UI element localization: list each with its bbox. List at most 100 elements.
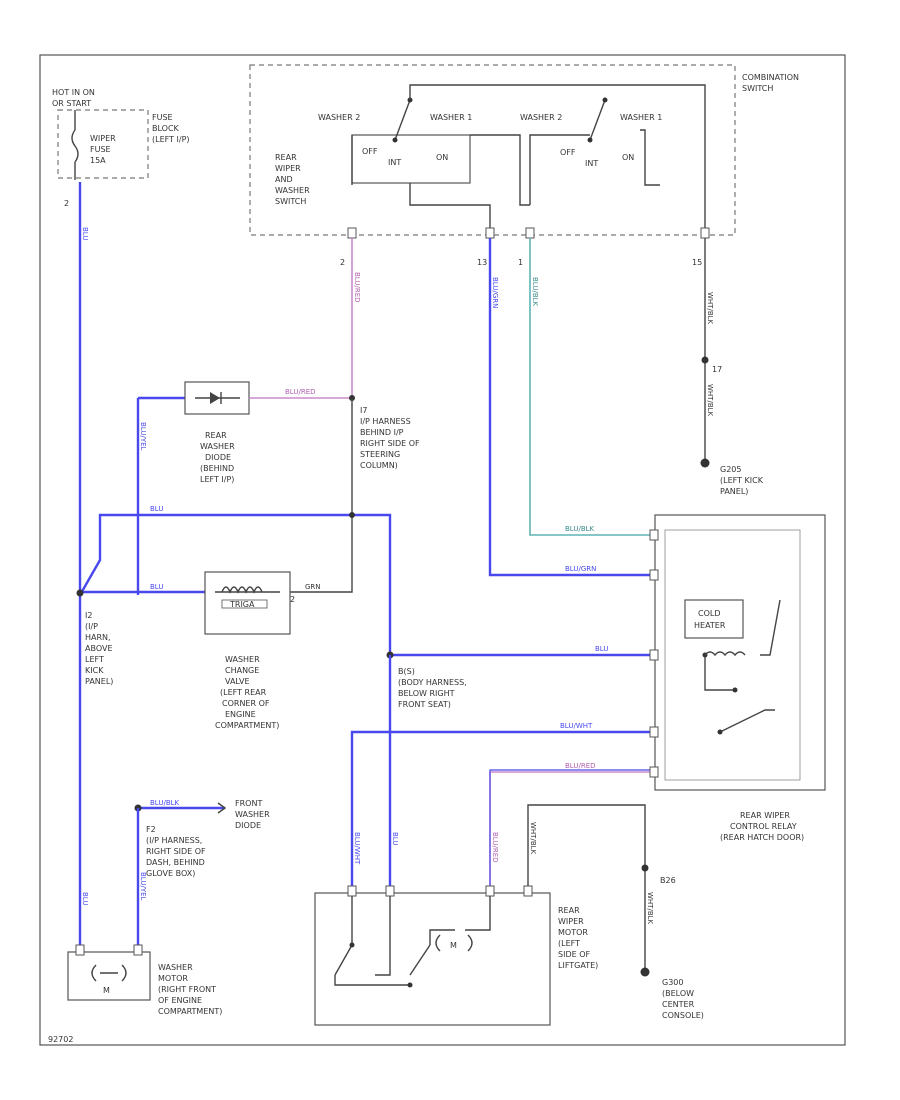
combination-switch-boundary xyxy=(249,64,736,236)
splice-node xyxy=(701,356,709,364)
rear-wiper-motor-label-5: SIDE OF xyxy=(558,950,590,959)
body-harness-label-4: FRONT SEAT) xyxy=(398,700,451,709)
wire-label-wht-blk-3: WHT/BLK xyxy=(529,822,537,855)
ip-harness-label-1: I/P HARNESS xyxy=(360,417,411,426)
switch-pin-terminal xyxy=(347,227,357,239)
front-washer-diode-label-2: WASHER xyxy=(235,810,270,819)
splice-pin-label: I2 xyxy=(85,611,92,620)
wiper-fuse-label-3: 15A xyxy=(90,156,106,165)
rear-wiper-motor-label-6: LIFTGATE) xyxy=(558,961,598,970)
wire-blu-wht xyxy=(350,730,655,890)
wire-label-blu-grn-1: BLU/GRN xyxy=(491,277,499,308)
splice-left-label-6: PANEL) xyxy=(85,677,113,686)
ip-dash-label-1: (I/P HARNESS, xyxy=(146,836,202,845)
rear-washer-diode-label-1: REAR xyxy=(205,431,227,440)
washer-valve-label-5: CORNER OF xyxy=(222,699,270,708)
ip-harness-label-4: STEERING xyxy=(360,450,400,459)
motor-pin-terminal xyxy=(347,885,357,897)
rear-wiper-relay-label-2: CONTROL RELAY xyxy=(730,822,797,831)
hot-in-on-label: HOT IN ON xyxy=(52,88,95,97)
diagram-border xyxy=(39,54,846,1046)
wire-label-blu-blk-1: BLU/BLK xyxy=(531,277,539,307)
rear-washer-diode-label-5: LEFT I/P) xyxy=(200,475,234,484)
fuse-pin-label: 2 xyxy=(64,199,69,208)
wire-label-blu-h3: BLU xyxy=(595,645,608,653)
splice-left-label-1: (I/P xyxy=(85,622,98,631)
combination-switch-label: COMBINATION xyxy=(742,73,799,82)
switch-pin-3: 1 xyxy=(518,258,523,267)
g205-label-3: PANEL) xyxy=(720,487,748,496)
cold-heater-label-1: COLD xyxy=(698,609,721,618)
fuse-block-label-1: FUSE xyxy=(152,113,173,122)
svg-text:M: M xyxy=(450,941,457,950)
motor-pin-terminal xyxy=(75,944,85,956)
rear-wiper-relay-label-3: (REAR HATCH DOOR) xyxy=(720,833,804,842)
wire-blu-blk-teal xyxy=(529,238,655,536)
splice-node xyxy=(349,512,355,518)
b26-label: B26 xyxy=(660,876,676,885)
diode-icon xyxy=(195,392,240,404)
wire-label-blu-blk-2: BLU/BLK xyxy=(565,525,595,533)
footer-code: 92702 xyxy=(48,1035,73,1044)
ip-harness-label-3: RIGHT SIDE OF xyxy=(360,439,420,448)
wire-label-grn-valve: GRN xyxy=(305,583,321,591)
washer-1-left-label: WASHER 1 xyxy=(430,113,472,122)
splice-node xyxy=(76,589,84,597)
wire-label-blu-red-1: BLU/RED xyxy=(285,388,316,396)
front-diode-arrow xyxy=(217,802,227,814)
ip-pin-label: I7 xyxy=(360,406,367,415)
relay-pin-terminal xyxy=(649,649,659,661)
rear-washer-diode-label-4: (BEHIND xyxy=(200,464,234,473)
switch-pin-2: 13 xyxy=(477,258,487,267)
rear-wiper-switch-label-5: SWITCH xyxy=(275,197,306,206)
wire-label-blu-h1: BLU xyxy=(150,505,163,513)
ip-dash-label-3: DASH, BEHIND xyxy=(146,858,205,867)
wire-blu-top-horizontal xyxy=(78,513,392,655)
washer-motor-label-1: WASHER xyxy=(158,963,193,972)
off-right-label: OFF xyxy=(560,148,576,157)
relay-pin-terminal xyxy=(649,766,659,778)
rear-wiper-switch-left-box xyxy=(351,134,471,184)
wire-blu-red-motor xyxy=(489,771,655,890)
body-harness-label-3: BELOW RIGHT xyxy=(398,689,455,698)
rear-wiper-motor-label-3: MOTOR xyxy=(558,928,588,937)
fuse-block-label-2: BLOCK xyxy=(152,124,180,133)
ip-dash-label-4: GLOVE BOX) xyxy=(146,869,195,878)
splice-left-label-4: LEFT xyxy=(85,655,104,664)
wire-label-blu-wht-1: BLU/WHT xyxy=(560,722,593,730)
wire-label-blu-top: BLU xyxy=(81,227,89,240)
relay-pin-terminal xyxy=(649,726,659,738)
motor-icon: M xyxy=(435,934,473,952)
wiper-fuse-label-1: WIPER xyxy=(90,134,116,143)
rear-wiper-motor-label-2: WIPER xyxy=(558,917,584,926)
switch-pin-4: 15 xyxy=(692,258,702,267)
washer-valve-label-4: (LEFT REAR xyxy=(220,688,267,697)
switch-icon xyxy=(587,97,608,143)
wire-label-red-blu-1: BLU/RED xyxy=(565,762,596,770)
ip-dash-label-2: RIGHT SIDE OF xyxy=(146,847,206,856)
g205-label-2: (LEFT KICK xyxy=(720,476,764,485)
wire-label-blu-blk-3: BLU/BLK xyxy=(150,799,180,807)
g300-label-4: CONSOLE) xyxy=(662,1011,704,1020)
washer-2-left-label: WASHER 2 xyxy=(318,113,360,122)
washer-valve-label-7: COMPARTMENT) xyxy=(215,721,279,730)
washer-valve-label-1: WASHER xyxy=(225,655,260,664)
off-left-label: OFF xyxy=(362,147,378,156)
wire-label-wht-blk-4: WHT/BLK xyxy=(646,892,654,925)
wire-label-blu-yel-2: BLU/YEL xyxy=(139,872,147,901)
g300-label-3: CENTER xyxy=(662,1000,695,1009)
washer-motor-label-3: (RIGHT FRONT xyxy=(158,985,216,994)
wire-blu-grn xyxy=(488,238,655,577)
washer-2-right-label: WASHER 2 xyxy=(520,113,562,122)
switch-icon xyxy=(392,97,413,143)
wire-label-blu-v: BLU xyxy=(391,832,399,845)
wire-wht-blk-g300 xyxy=(527,804,646,970)
relay-pin-terminal xyxy=(649,529,659,541)
ip-harness-label-5: COLUMN) xyxy=(360,461,398,470)
switch-pin-terminal xyxy=(700,227,710,239)
body-harness-label-2: (BODY HARNESS, xyxy=(398,678,467,687)
splice-left-label-5: KICK xyxy=(85,666,104,675)
washer-valve-label-6: ENGINE xyxy=(225,710,256,719)
motor-pin-terminal xyxy=(523,885,533,897)
